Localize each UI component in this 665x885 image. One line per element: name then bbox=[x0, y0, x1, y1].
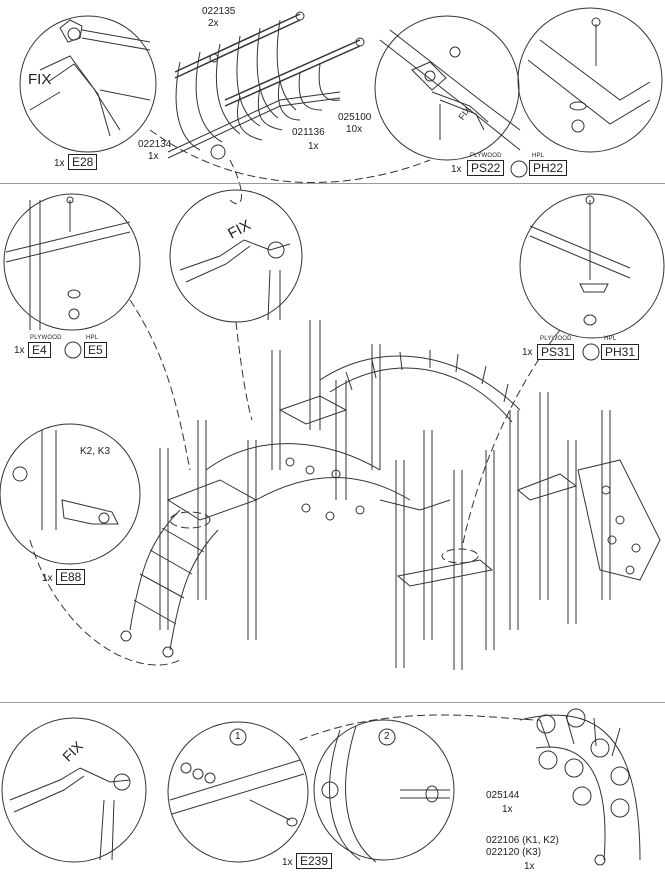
play-structure bbox=[120, 320, 661, 670]
part-025100-code: 025100 bbox=[338, 112, 372, 123]
part-0221-qty: 1x bbox=[524, 861, 535, 872]
option-circle-e4 bbox=[64, 341, 82, 359]
detail-circle-step-1 bbox=[167, 721, 309, 863]
part-022134-code: 022134 bbox=[138, 139, 172, 150]
e4-plywood-label: PLYWOOD bbox=[30, 335, 62, 341]
part-code-ps31: PS31 bbox=[537, 344, 575, 360]
fix-label-top-left: FIX bbox=[28, 71, 52, 88]
part-code-ph31: PH31 bbox=[601, 344, 640, 360]
ps31-plywood-label: PLYWOOD bbox=[540, 336, 572, 342]
part-025100-qty: 10x bbox=[346, 124, 363, 135]
e28-qty: 1x bbox=[54, 158, 65, 169]
option-circle-ps22 bbox=[510, 160, 528, 178]
e239-qty: 1x bbox=[282, 857, 293, 868]
ph22-hpl-label: HPL bbox=[532, 153, 545, 159]
e5-hpl-label: HPL bbox=[86, 335, 99, 341]
step-1-marker bbox=[229, 728, 247, 746]
ps31-qty: 1x bbox=[522, 347, 533, 358]
step-1-number: 1 bbox=[235, 731, 241, 742]
step-2-marker bbox=[378, 728, 396, 746]
part-code-ps22: PS22 bbox=[467, 160, 505, 176]
rope-net-assembly bbox=[167, 11, 365, 160]
part-022135-code: 022135 bbox=[202, 6, 236, 17]
part-code-ph22: PH22 bbox=[529, 160, 568, 176]
callout-lines-bottom bbox=[299, 714, 541, 741]
part-021136-code: 021136 bbox=[292, 127, 325, 138]
divider-top bbox=[0, 183, 665, 184]
ph31-hpl-label: HPL bbox=[604, 336, 617, 342]
e4-qty: 1x bbox=[14, 345, 25, 356]
callout-lines-middle bbox=[29, 299, 561, 666]
detail-circle-bolt-right bbox=[519, 193, 665, 339]
ps22-plywood-label: PLYWOOD bbox=[470, 153, 502, 159]
k2-k3-label: K2, K3 bbox=[80, 446, 111, 457]
detail-circle-bracket bbox=[0, 423, 141, 565]
part-code-e88: E88 bbox=[56, 569, 86, 585]
detail-circle-step-2 bbox=[313, 719, 455, 863]
detail-circle-bolt-left bbox=[3, 193, 141, 331]
curved-ladder-bottom bbox=[519, 708, 641, 866]
ps22-qty: 1x bbox=[451, 164, 462, 175]
detail-circle-bolt-top-right bbox=[517, 7, 663, 153]
step-2-number: 2 bbox=[384, 731, 390, 742]
part-code-e239: E239 bbox=[296, 853, 333, 869]
e88-qty: 1x bbox=[42, 573, 53, 584]
part-022106-code: 022106 (K1, K2) bbox=[486, 835, 559, 846]
divider-bottom bbox=[0, 702, 665, 703]
detail-circle-pliers-top bbox=[19, 15, 157, 153]
part-022120-code: 022120 (K3) bbox=[486, 847, 542, 858]
part-code-e5: E5 bbox=[84, 342, 107, 358]
option-circle-ps31 bbox=[582, 343, 600, 361]
part-025144-code: 025144 bbox=[486, 790, 520, 801]
part-code-e28: E28 bbox=[68, 154, 98, 170]
part-025144-qty: 1x bbox=[502, 804, 513, 815]
detail-circle-fix-top-right bbox=[374, 15, 521, 161]
detail-circle-fix-bottom bbox=[1, 717, 147, 863]
callout-lines-top bbox=[149, 129, 431, 205]
part-021136-qty: 1x bbox=[308, 141, 319, 152]
detail-circle-fix-middle bbox=[169, 189, 303, 323]
part-code-e4: E4 bbox=[28, 342, 51, 358]
part-022135-qty: 2x bbox=[208, 18, 219, 29]
part-022134-qty: 1x bbox=[148, 151, 159, 162]
